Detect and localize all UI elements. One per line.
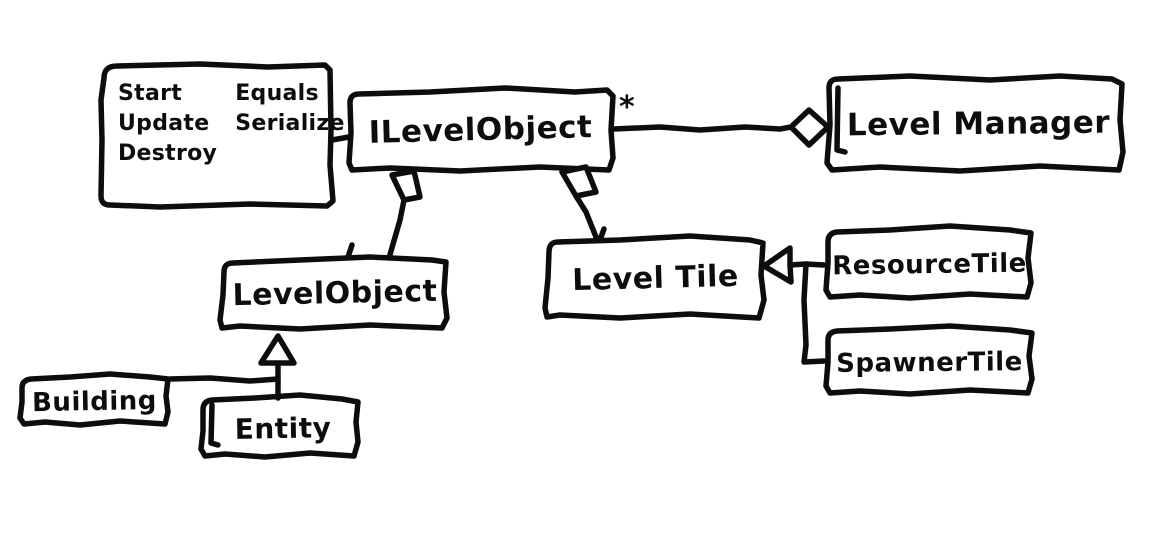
- method-empty: [235, 142, 345, 165]
- levelobject-box-outline: [217, 254, 450, 332]
- leveltile-box-outline: [542, 233, 767, 321]
- levelobject-realization-line: [386, 197, 407, 261]
- method-equals: Equals: [235, 81, 319, 106]
- building-box-outline: [17, 371, 171, 428]
- method-update: Update: [118, 111, 210, 137]
- leveltile-realization-line: [573, 193, 599, 240]
- tile-generalization-triangle: [761, 245, 794, 285]
- multiplicity-star: *: [619, 90, 635, 125]
- method-destroy: Destroy: [118, 141, 218, 167]
- methods-list: Start Equals Update Serialize Destroy: [118, 81, 344, 167]
- levelmanager-inner-tick: [834, 85, 848, 155]
- ilevelobject-box-outline: [346, 85, 616, 174]
- method-start: Start: [118, 81, 183, 106]
- aggregation-diamond: [788, 107, 831, 148]
- leveltile-realization-triangle: [559, 164, 599, 199]
- method-serialize: Serialize: [235, 111, 345, 137]
- tile-generalization-bus: [801, 261, 827, 365]
- resourcetile-box-outline: [823, 223, 1034, 301]
- leveltile-top-overshoot: [597, 226, 607, 243]
- entity-inner-tick: [208, 402, 221, 448]
- levelmanager-box-outline: [824, 73, 1126, 174]
- entity-generalization-triangle: [258, 333, 297, 366]
- aggregation-line: [611, 124, 794, 133]
- methods-to-ilevelobject-line: [329, 134, 352, 143]
- levelobject-top-overshoot: [345, 242, 355, 260]
- entity-box-outline: [198, 392, 361, 460]
- methods-box-outline: [98, 61, 336, 210]
- spawnertile-box-outline: [823, 323, 1035, 397]
- levelobject-realization-triangle: [389, 168, 423, 203]
- building-generalization-line: [167, 375, 281, 384]
